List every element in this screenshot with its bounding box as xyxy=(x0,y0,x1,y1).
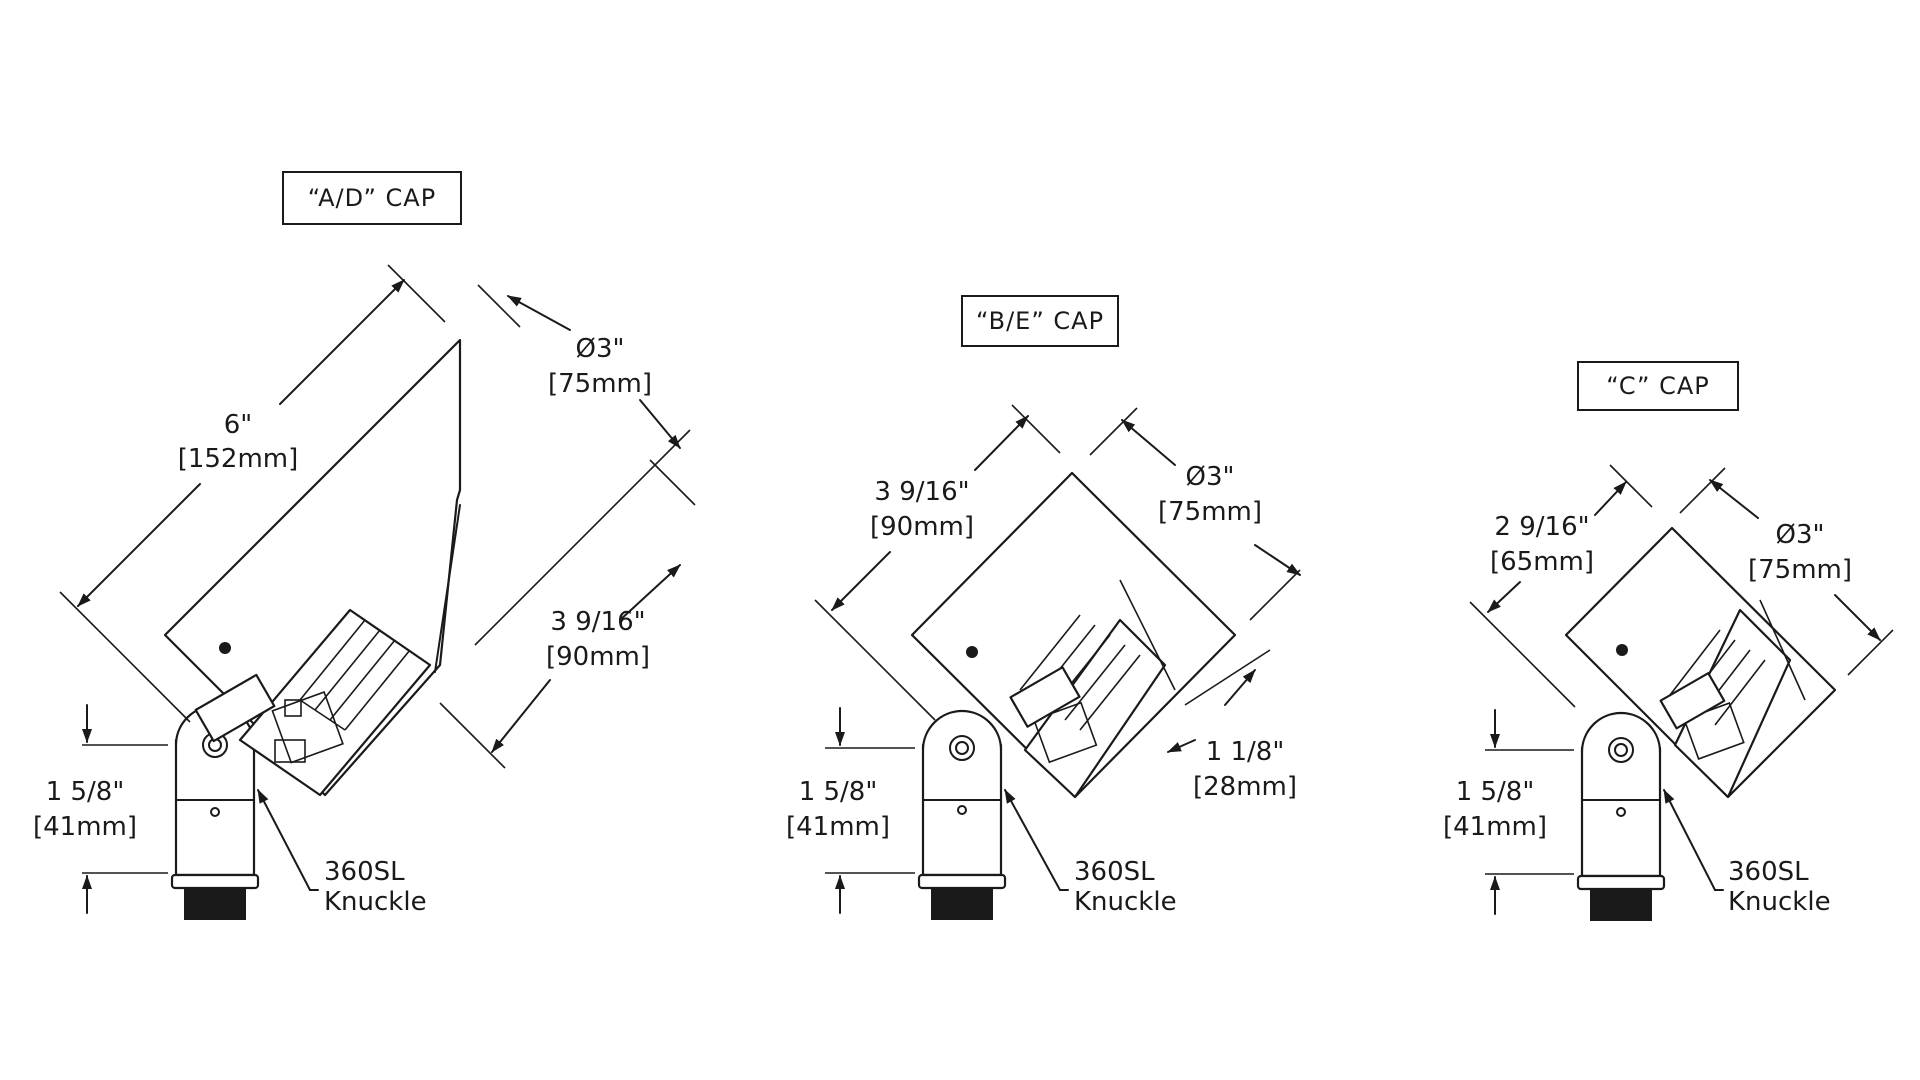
knuckle-label-name: Knuckle xyxy=(1728,887,1831,917)
knuckle xyxy=(917,709,1007,920)
diameter-mm: [75mm] xyxy=(1158,497,1262,527)
dimension-diameter: Ø3" [75mm] xyxy=(477,284,696,506)
diameter-inch: Ø3" xyxy=(1776,520,1825,550)
cap-title-box xyxy=(282,171,462,225)
depth-mm: [90mm] xyxy=(546,642,650,672)
length-inch: 2 9/16" xyxy=(1494,512,1589,542)
knuckle-label-model: 360SL xyxy=(1728,857,1809,887)
knuckle-height-mm: [41mm] xyxy=(1443,812,1547,842)
knuckle-callout: 360SL Knuckle xyxy=(1663,789,1831,917)
length-mm: [90mm] xyxy=(870,512,974,542)
knuckle-label-name: Knuckle xyxy=(324,887,427,917)
figure-be-cap: “B/E” CAP xyxy=(786,295,1301,920)
length-inch: 6" xyxy=(224,410,253,440)
dimension-length: 3 9/16" [90mm] xyxy=(814,404,1061,721)
length-mm: [152mm] xyxy=(178,444,299,474)
diameter-inch: Ø3" xyxy=(1186,462,1235,492)
dimension-knuckle-height: 1 5/8" [41mm] xyxy=(1443,709,1574,915)
knuckle-height-inch: 1 5/8" xyxy=(799,777,878,807)
diameter-mm: [75mm] xyxy=(1748,555,1852,585)
dimension-length: 6" [152mm] xyxy=(59,264,446,723)
knuckle-callout: 360SL Knuckle xyxy=(257,789,427,917)
dimension-knuckle-height: 1 5/8" [41mm] xyxy=(33,704,168,914)
knuckle-label-model: 360SL xyxy=(1074,857,1155,887)
knuckle-label-name: Knuckle xyxy=(1074,887,1177,917)
cap-title: “B/E” CAP xyxy=(976,307,1104,335)
knuckle-height-inch: 1 5/8" xyxy=(46,777,125,807)
knuckle-label-model: 360SL xyxy=(324,857,405,887)
length-mm: [65mm] xyxy=(1490,547,1594,577)
dimension-length: 2 9/16" [65mm] xyxy=(1469,464,1653,708)
dimension-diameter: Ø3" [75mm] xyxy=(1679,467,1894,676)
length-inch: 3 9/16" xyxy=(874,477,969,507)
cap-title: “A/D” CAP xyxy=(308,184,436,212)
dimension-knuckle-height: 1 5/8" [41mm] xyxy=(786,707,915,914)
knuckle-height-inch: 1 5/8" xyxy=(1456,777,1535,807)
depth-inch: 3 9/16" xyxy=(550,607,645,637)
cap-title-box xyxy=(961,295,1119,347)
knuckle-height-mm: [41mm] xyxy=(33,812,137,842)
offset-inch: 1 1/8" xyxy=(1206,737,1285,767)
dimension-diameter: Ø3" [75mm] xyxy=(1089,407,1301,621)
figure-c-cap: “C” CAP xyxy=(1443,361,1894,921)
fixture-housing xyxy=(163,338,462,797)
diameter-inch: Ø3" xyxy=(576,334,625,364)
diameter-mm: [75mm] xyxy=(548,369,652,399)
dimension-offset: 1 1/8" [28mm] xyxy=(1167,649,1297,802)
knuckle-callout: 360SL Knuckle xyxy=(1004,789,1177,917)
cap-title-box xyxy=(1577,361,1739,411)
knuckle xyxy=(1576,711,1666,921)
fixture-housing xyxy=(910,471,1237,799)
dimension-depth: 3 9/16" [90mm] xyxy=(439,429,691,769)
cap-title: “C” CAP xyxy=(1606,372,1710,400)
knuckle-height-mm: [41mm] xyxy=(786,812,890,842)
offset-mm: [28mm] xyxy=(1193,772,1297,802)
fixture-housing xyxy=(1564,526,1837,799)
figure-ad-cap: “A/D” CAP xyxy=(33,171,696,920)
